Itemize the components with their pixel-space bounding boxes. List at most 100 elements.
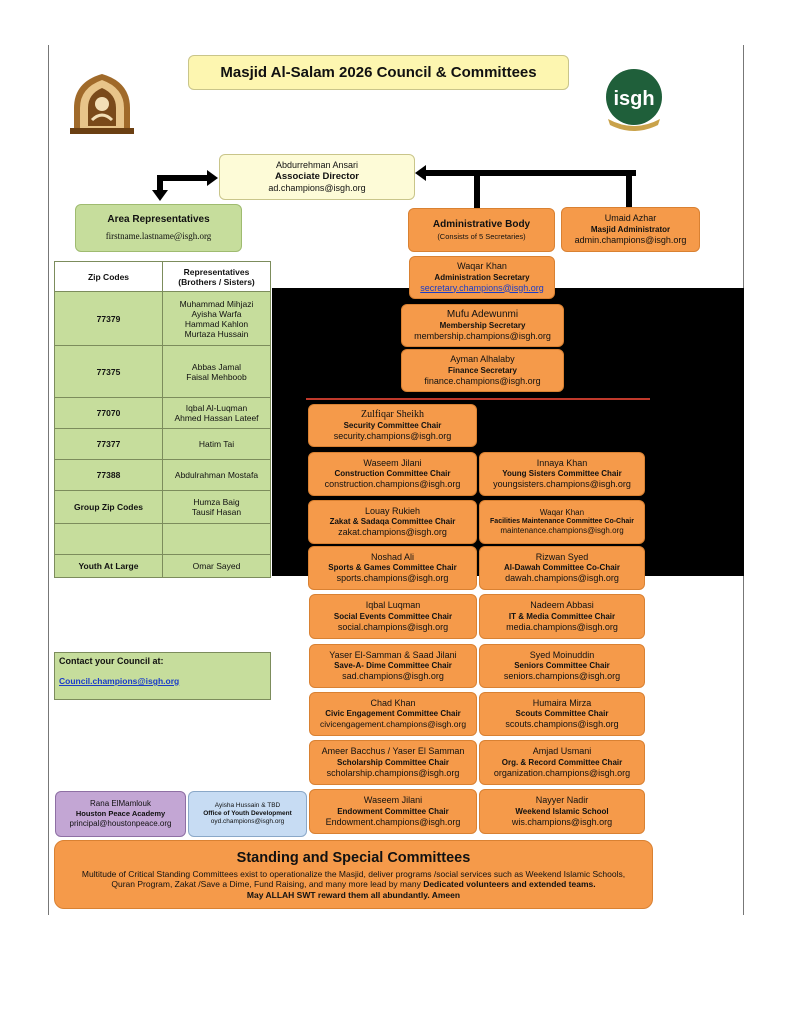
committee-chair-name: Yaser El-Samman & Saad Jilani bbox=[329, 649, 457, 660]
associate-director-name: Abdurrehman Ansari bbox=[275, 159, 359, 170]
arrow-down-icon bbox=[152, 190, 168, 201]
arrow-right-icon bbox=[207, 170, 218, 186]
zip-codes-table: Zip Codes Representatives (Brothers / Si… bbox=[54, 261, 271, 578]
committee-chair-name: Amjad Usmani bbox=[532, 746, 592, 757]
committee-email[interactable]: wis.champions@isgh.org bbox=[511, 816, 613, 827]
committee-role: Scholarship Committee Chair bbox=[336, 757, 450, 767]
peace-academy-email[interactable]: principal@houstonpeace.org bbox=[69, 818, 172, 828]
committee-role: Scouts Committee Chair bbox=[515, 709, 609, 718]
committee-email[interactable]: seniors.champions@isgh.org bbox=[503, 671, 621, 681]
reps-cell: Abdulrahman Mostafa bbox=[162, 459, 271, 491]
committee-chair-name: Humaira Mirza bbox=[532, 697, 592, 708]
standing-committees-line1: Multitude of Critical Standing Committee… bbox=[81, 868, 626, 879]
committee-email[interactable]: sad.champions@isgh.org bbox=[342, 671, 444, 681]
peace-academy-name: Rana ElMamlouk bbox=[90, 799, 151, 809]
contact-label: Contact your Council at: bbox=[59, 656, 164, 666]
connector-line bbox=[425, 170, 636, 176]
connector-line bbox=[626, 170, 632, 208]
committee-email[interactable]: scouts.champions@isgh.org bbox=[505, 719, 619, 729]
zip-cell: 77375 bbox=[54, 345, 163, 398]
committee-email[interactable]: Endowment.champions@isgh.org bbox=[325, 816, 461, 827]
committee-box: Louay Rukieh Zakat & Sadaqa Committee Ch… bbox=[308, 500, 477, 544]
table-header-reps-sub: (Brothers / Sisters) bbox=[178, 276, 255, 287]
masjid-administrator-box: Umaid Azhar Masjid Administrator admin.c… bbox=[561, 207, 700, 252]
committee-email[interactable]: dawah.champions@isgh.org bbox=[505, 573, 619, 583]
committee-email[interactable]: construction.champions@isgh.org bbox=[324, 479, 461, 489]
committee-chair-name: Rizwan Syed bbox=[535, 551, 589, 562]
committee-box: Amjad Usmani Org. & Record Committee Cha… bbox=[479, 740, 645, 785]
area-reps-box: Area Representatives firstname.lastname@… bbox=[75, 204, 242, 252]
youth-development-email[interactable]: oyd.champions@isgh.org bbox=[210, 818, 285, 826]
committee-box: Ameer Bacchus / Yaser El Samman Scholars… bbox=[309, 740, 477, 785]
committee-role: Security Committee Chair bbox=[343, 421, 442, 431]
committee-chair-name: Iqbal Luqman bbox=[365, 600, 421, 611]
secretary-email[interactable]: secretary.champions@isgh.org bbox=[420, 282, 544, 293]
reps-cell: Abbas Jamal Faisal Mehboob bbox=[162, 345, 271, 398]
rep-name: Hatim Tai bbox=[198, 439, 235, 449]
committee-email[interactable]: sports.champions@isgh.org bbox=[336, 573, 449, 583]
committee-chair-name: Waseem Jilani bbox=[363, 457, 422, 468]
secretary-role: Membership Secretary bbox=[439, 321, 526, 331]
zip-cell: 77070 bbox=[54, 397, 163, 429]
committee-role: Endowment Committee Chair bbox=[337, 806, 449, 816]
masjid-administrator-email[interactable]: admin.champions@isgh.org bbox=[574, 234, 687, 245]
committee-role: Save-A- Dime Committee Chair bbox=[334, 661, 452, 670]
committee-email[interactable]: media.champions@isgh.org bbox=[506, 621, 618, 632]
committee-email[interactable]: zakat.champions@isgh.org bbox=[338, 527, 447, 537]
contact-email-link[interactable]: Council.champions@isgh.org bbox=[59, 676, 180, 686]
committee-email[interactable]: social.champions@isgh.org bbox=[337, 621, 449, 632]
standing-committees-line2b: Dedicated volunteers and extended teams. bbox=[423, 879, 596, 890]
reps-cell: Muhammad Mihjazi Ayisha Warfa Hammad Kah… bbox=[162, 291, 271, 346]
table-row: Youth At Large Omar Sayed bbox=[54, 554, 271, 578]
table-row bbox=[54, 523, 271, 555]
table-row: 77379 Muhammad Mihjazi Ayisha Warfa Hamm… bbox=[54, 291, 271, 346]
masjid-administrator-role: Masjid Administrator bbox=[590, 224, 671, 234]
standing-committees-line2a: Quran Program, Zakat /Save a Dime, Fund … bbox=[111, 879, 424, 890]
zip-cell: Youth At Large bbox=[54, 554, 163, 578]
secretary-box-administration: Waqar Khan Administration Secretary secr… bbox=[409, 256, 555, 299]
secretary-email[interactable]: finance.champions@isgh.org bbox=[424, 375, 541, 386]
contact-box: Contact your Council at: Council.champio… bbox=[54, 652, 271, 700]
secretary-role: Administration Secretary bbox=[434, 272, 530, 282]
committee-email[interactable]: scholarship.champions@isgh.org bbox=[326, 767, 460, 778]
associate-director-role: Associate Director bbox=[275, 171, 359, 183]
rep-name: Hammad Kahlon bbox=[184, 318, 249, 329]
standing-committees-line2: Quran Program, Zakat /Save a Dime, Fund … bbox=[111, 879, 595, 890]
committee-role: Zakat & Sadaqa Committee Chair bbox=[329, 517, 456, 526]
committee-role: Construction Committee Chair bbox=[334, 469, 451, 478]
committee-email[interactable]: youngsisters.champions@isgh.org bbox=[493, 479, 631, 489]
committee-email[interactable]: maintenance.champions@isgh.org bbox=[500, 526, 624, 536]
committee-role: Org. & Record Committee Chair bbox=[501, 757, 623, 767]
svg-text:isgh: isgh bbox=[613, 88, 654, 110]
committee-chair-name: Ameer Bacchus / Yaser El Samman bbox=[321, 746, 465, 757]
committee-email[interactable]: organization.champions@isgh.org bbox=[493, 767, 631, 778]
reps-cell: Iqbal Al-Luqman Ahmed Hassan Lateef bbox=[162, 397, 271, 429]
secretary-role: Finance Secretary bbox=[448, 365, 517, 375]
administrative-body-box: Administrative Body (Consists of 5 Secre… bbox=[408, 208, 555, 252]
committee-role: Seniors Committee Chair bbox=[514, 661, 610, 670]
secretary-email[interactable]: membership.champions@isgh.org bbox=[414, 331, 551, 342]
table-row: 77070 Iqbal Al-Luqman Ahmed Hassan Latee… bbox=[54, 397, 271, 429]
committee-role: IT & Media Committee Chair bbox=[508, 611, 616, 621]
rep-name: Abbas Jamal bbox=[191, 361, 242, 372]
committee-email[interactable]: security.champions@isgh.org bbox=[333, 431, 452, 442]
connector-line bbox=[474, 170, 480, 208]
secretary-box-finance: Ayman Alhalaby Finance Secretary finance… bbox=[401, 349, 564, 392]
committee-box: Innaya Khan Young Sisters Committee Chai… bbox=[479, 452, 645, 496]
table-header-reps-title: Representatives bbox=[183, 266, 250, 277]
masjid-dome-logo bbox=[66, 70, 138, 136]
zip-cell: Group Zip Codes bbox=[54, 490, 163, 524]
rep-name: Faisal Mehboob bbox=[186, 371, 247, 382]
committee-box: Syed Moinuddin Seniors Committee Chair s… bbox=[479, 644, 645, 688]
arrow-left-icon bbox=[415, 165, 426, 181]
associate-director-email[interactable]: ad.champions@isgh.org bbox=[268, 182, 366, 193]
area-reps-email[interactable]: firstname.lastname@isgh.org bbox=[105, 231, 212, 242]
committee-email[interactable]: civicengagement.champions@isgh.org bbox=[319, 719, 467, 730]
rep-name: Murtaza Hussain bbox=[184, 328, 249, 339]
committee-box: Nayyer Nadir Weekend Islamic School wis.… bbox=[479, 789, 645, 834]
rep-name: Abdulrahman Mostafa bbox=[174, 470, 259, 480]
reps-cell bbox=[162, 523, 271, 555]
youth-development-role: Office of Youth Development bbox=[203, 809, 292, 817]
committee-box: Rizwan Syed Al-Dawah Committee Co-Chair … bbox=[479, 546, 645, 590]
committee-role: Weekend Islamic School bbox=[515, 806, 609, 816]
